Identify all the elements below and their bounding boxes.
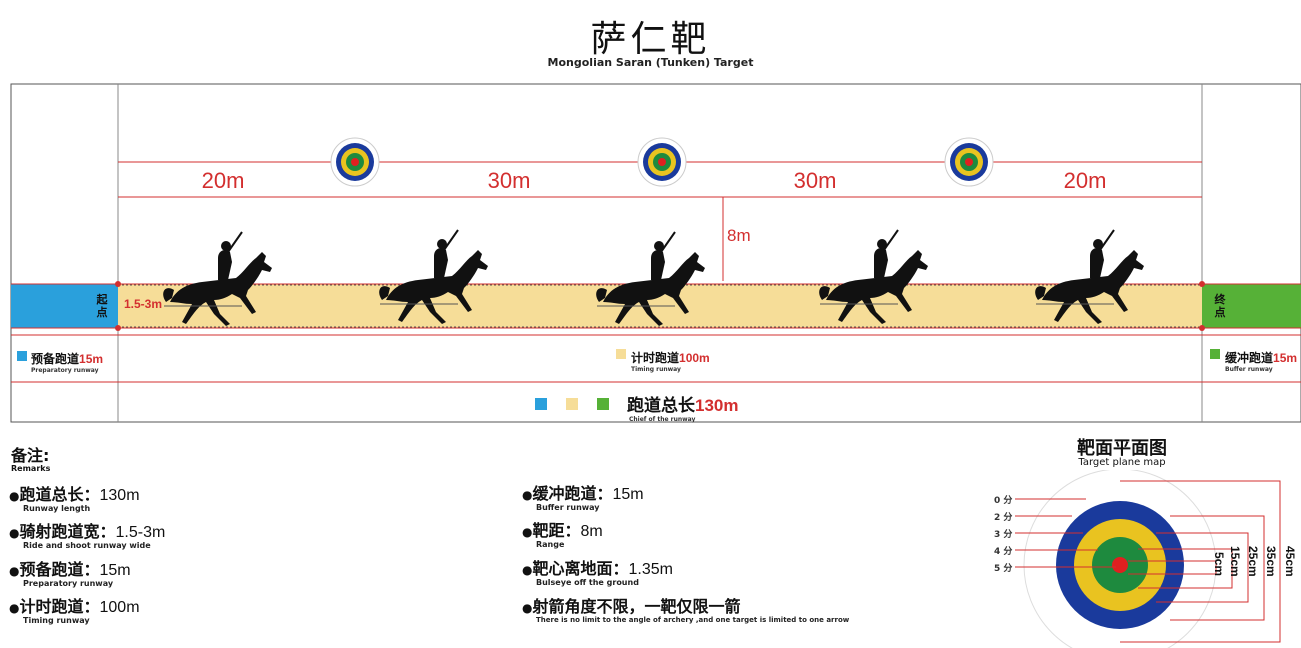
legend-prep: 预备跑道15m Preparatory runway <box>31 352 104 374</box>
target-map-subtitle: Target plane map <box>1078 457 1166 468</box>
remarks-heading: 备注: Remarks <box>11 446 51 473</box>
diameter-label: 15cm <box>1228 546 1242 577</box>
page-subtitle: Mongolian Saran (Tunken) Target <box>547 56 754 69</box>
page-title: 萨仁靶 <box>590 19 711 60</box>
score-label: 5 分 <box>994 564 1013 574</box>
start-label: 起点 <box>96 293 108 319</box>
remark-item: ●计时跑道：100m Timing runway <box>9 597 140 625</box>
diameter-label: 35cm <box>1264 546 1278 577</box>
legend-timing: 计时跑道100m Timing runway <box>631 351 710 373</box>
segment-label: 30m <box>793 168 837 193</box>
diameter-label: 45cm <box>1283 546 1297 577</box>
runway-width-label: 1.5-3m <box>124 297 163 311</box>
remark-item: ●靶心离地面：1.35m Bulseye off the ground <box>522 559 673 587</box>
legend-swatch-prep <box>535 398 547 410</box>
score-label: 4 分 <box>994 547 1013 557</box>
remark-item: ●预备跑道：15m Preparatory runway <box>9 560 131 588</box>
remark-item: ●靶距：8m Range <box>522 521 603 549</box>
remark-item: ●跑道总长：130m Runway length <box>9 485 140 513</box>
legend-total: 跑道总长130m Chief of the runway <box>627 396 739 423</box>
legend-swatch-timing <box>566 398 578 410</box>
target-3 <box>944 137 994 187</box>
segment-label: 20m <box>201 168 245 193</box>
course-frame <box>10 83 1301 423</box>
segment-label: 30m <box>487 168 531 193</box>
target-map <box>1015 470 1281 648</box>
diameter-label: 25cm <box>1246 546 1260 577</box>
buffer-zone <box>1202 284 1301 328</box>
remark-item: ●缓冲跑道：15m Buffer runway <box>522 484 644 512</box>
target-1 <box>330 137 380 187</box>
prep-zone <box>11 284 118 328</box>
remark-item: ●射箭角度不限，一靶仅限一箭 There is no limit to the … <box>522 597 850 624</box>
range-label: 8m <box>727 226 751 245</box>
legend-buffer: 缓冲跑道15m Buffer runway <box>1225 351 1298 373</box>
finish-label: 终点 <box>1214 293 1226 319</box>
segment-label: 20m <box>1063 168 1107 193</box>
target-2 <box>637 137 687 187</box>
diameter-label: 5cm <box>1212 552 1226 577</box>
target-map-title: 靶面平面图 <box>1077 438 1167 459</box>
score-label: 2 分 <box>994 513 1013 523</box>
score-label: 3 分 <box>994 530 1013 540</box>
remark-item: ●骑射跑道宽：1.5-3m Ride and shoot runway wide <box>9 522 166 550</box>
legend-swatch-buffer <box>597 398 609 410</box>
course-diagram <box>10 83 1301 423</box>
score-label: 0 分 <box>994 496 1013 506</box>
